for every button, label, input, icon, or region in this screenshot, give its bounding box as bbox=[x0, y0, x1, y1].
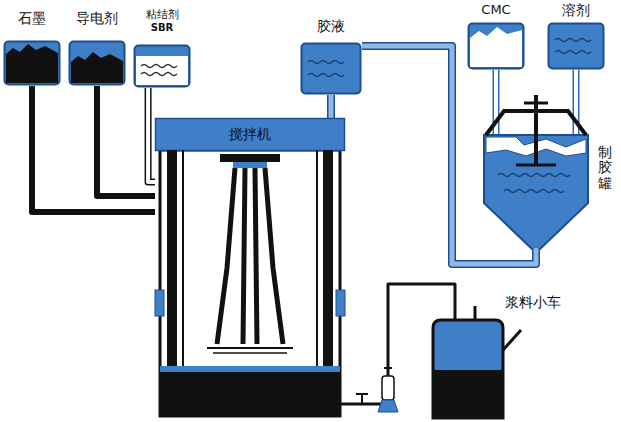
pipe-stroke bbox=[32, 86, 155, 212]
label-group: 导电剂 bbox=[68, 10, 126, 28]
mixer-label: 搅拌机 bbox=[229, 118, 271, 150]
hopper-label: 粘结剂 bbox=[146, 8, 179, 22]
slurry bbox=[433, 370, 503, 418]
hopper-body bbox=[549, 24, 604, 69]
pump-body bbox=[382, 376, 394, 400]
flange bbox=[220, 154, 280, 162]
pipe bbox=[97, 86, 155, 196]
mixer-drawing bbox=[155, 118, 345, 418]
feed-pipe bbox=[454, 292, 457, 322]
pipe bbox=[32, 86, 155, 212]
liquid-wave bbox=[504, 190, 564, 193]
outlet-pipe bbox=[338, 403, 345, 406]
cart-tank bbox=[433, 320, 503, 418]
pipe bbox=[148, 88, 155, 182]
liquid-wave bbox=[308, 74, 344, 77]
label-group: 溶剂 bbox=[547, 2, 605, 20]
agitator-blade bbox=[516, 164, 556, 167]
slurry-cart-drawing bbox=[425, 292, 565, 420]
pillar bbox=[323, 150, 333, 370]
liquid-wave bbox=[141, 73, 177, 76]
slurry-cart: 浆料小车 bbox=[425, 292, 565, 420]
hopper-body bbox=[70, 42, 125, 85]
label-group: CMC bbox=[467, 2, 525, 18]
pump-handle bbox=[384, 367, 392, 369]
powder-pile bbox=[470, 27, 522, 67]
pipe bbox=[331, 95, 332, 118]
liquid-wave bbox=[141, 65, 177, 68]
glue-vessel: 制胶罐 bbox=[476, 95, 616, 255]
agitator-shaft bbox=[534, 95, 538, 165]
liquid-wave bbox=[555, 39, 591, 42]
label-group: 胶液 bbox=[300, 18, 362, 36]
label-group: 浆料小车 bbox=[505, 294, 561, 312]
pillar bbox=[167, 150, 177, 370]
pipe-stroke bbox=[97, 86, 155, 196]
liquid-wave bbox=[308, 61, 344, 64]
outlet-pipe bbox=[532, 248, 540, 255]
pipe-stroke bbox=[494, 70, 498, 95]
hopper-body bbox=[469, 24, 524, 69]
binder-hopper: 粘结剂SBR bbox=[133, 8, 191, 88]
flange bbox=[233, 162, 267, 168]
blade bbox=[213, 352, 287, 354]
glue-vessel-drawing bbox=[476, 95, 616, 255]
pipe-stroke bbox=[327, 95, 335, 118]
hopper-label: 石墨 bbox=[18, 10, 46, 28]
cart-label: 浆料小车 bbox=[505, 294, 561, 312]
tank-band bbox=[160, 366, 340, 372]
pipe-stroke bbox=[329, 95, 334, 118]
liquid bbox=[136, 56, 188, 85]
liquid-wave bbox=[555, 51, 591, 54]
pump-base bbox=[378, 400, 398, 412]
mixer-header bbox=[156, 119, 345, 151]
graphite-hopper: 石墨 bbox=[3, 10, 61, 86]
pipe bbox=[576, 70, 577, 95]
pipe-stroke bbox=[574, 70, 578, 95]
hopper-body bbox=[5, 42, 60, 85]
valve-handle bbox=[356, 393, 368, 395]
vessel-label: 制胶罐 bbox=[598, 145, 612, 191]
mixer-frame bbox=[160, 150, 340, 416]
label-group: 石墨 bbox=[3, 10, 61, 28]
solvent-tank: 溶剂 bbox=[547, 2, 605, 70]
hopper-label: 导电剂 bbox=[76, 10, 118, 28]
tank-label: 胶液 bbox=[317, 18, 345, 36]
cart-tank-top bbox=[433, 320, 503, 370]
mixing-tank bbox=[160, 372, 340, 416]
cmc-hopper: CMC bbox=[467, 2, 525, 70]
hopper-body bbox=[135, 46, 190, 87]
guide-rail bbox=[316, 150, 318, 368]
clamp bbox=[155, 290, 164, 316]
label-group: 搅拌机 bbox=[155, 118, 345, 150]
pipe-stroke bbox=[148, 88, 155, 182]
stirring-shaft bbox=[217, 168, 283, 344]
clamp bbox=[336, 290, 345, 316]
inlet-pipe bbox=[574, 95, 578, 137]
label-group: 制胶罐 bbox=[598, 145, 612, 191]
inlet-pipe bbox=[494, 95, 498, 137]
liquid-wave bbox=[498, 174, 570, 177]
agitator-bar bbox=[524, 102, 548, 105]
powder-pile bbox=[71, 52, 123, 83]
conductive-hopper: 导电剂 bbox=[68, 10, 126, 86]
guide-rail bbox=[182, 150, 184, 368]
outlet-pipe bbox=[534, 248, 539, 255]
pipe-stroke bbox=[493, 70, 500, 95]
pipe-stroke bbox=[573, 70, 580, 95]
powder-pile bbox=[6, 44, 58, 83]
label-group: 粘结剂SBR bbox=[133, 8, 191, 34]
tank-label: 溶剂 bbox=[562, 2, 590, 20]
blade bbox=[207, 347, 293, 349]
pipe-stroke bbox=[148, 88, 155, 182]
hopper-sublabel: SBR bbox=[151, 22, 174, 35]
glue-tank: 胶液 bbox=[300, 18, 362, 95]
hopper-label: CMC bbox=[481, 2, 510, 18]
valve-stem bbox=[361, 394, 363, 404]
pipe bbox=[496, 70, 497, 95]
cart-handle bbox=[503, 330, 521, 350]
mixer: 搅拌机 bbox=[155, 118, 345, 418]
hopper-body bbox=[302, 44, 361, 94]
